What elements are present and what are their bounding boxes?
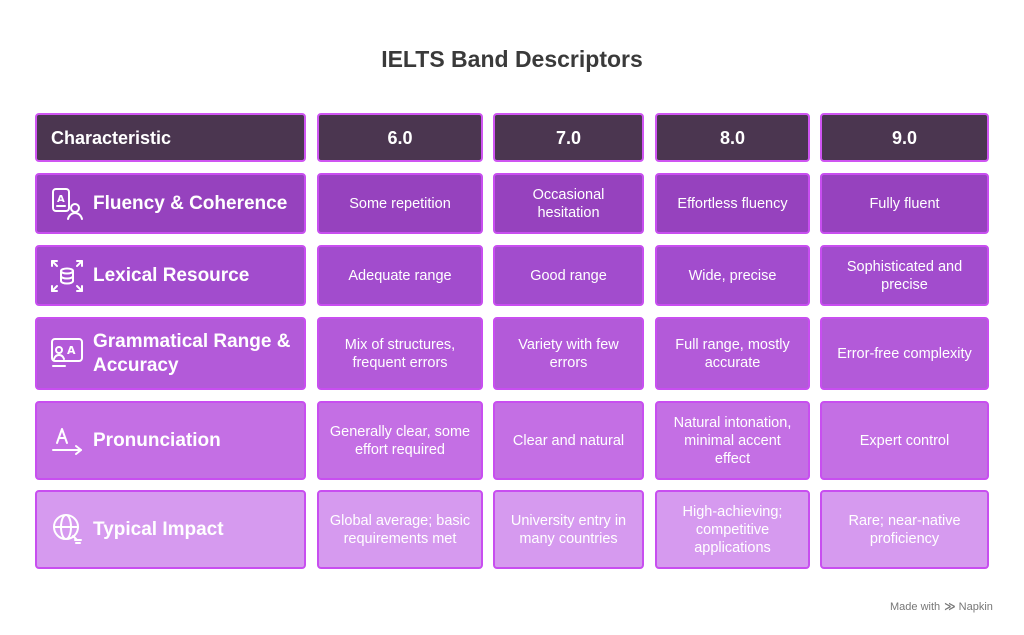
cell-impact-6: Global average; basic requirements met bbox=[317, 490, 483, 569]
cell-impact-7: University entry in many countries bbox=[493, 490, 644, 569]
header-band-7: 7.0 bbox=[493, 113, 644, 162]
row-label-lexical: Lexical Resource bbox=[35, 245, 306, 306]
made-with-text: Made with bbox=[890, 600, 941, 613]
made-with-footer: Made with ≫ Napkin bbox=[890, 600, 993, 614]
text-arrow-icon bbox=[47, 421, 87, 461]
row-label-fluency: A Fluency & Coherence bbox=[35, 173, 306, 234]
cell-grammar-9: Error-free complexity bbox=[820, 317, 989, 390]
header-band-9: 9.0 bbox=[820, 113, 989, 162]
cell-impact-9: Rare; near-native proficiency bbox=[820, 490, 989, 569]
cell-pronunciation-9: Expert control bbox=[820, 401, 989, 480]
cell-grammar-6: Mix of structures, frequent errors bbox=[317, 317, 483, 390]
svg-text:A: A bbox=[57, 194, 65, 205]
cell-lexical-6: Adequate range bbox=[317, 245, 483, 306]
row-label-pronunciation: Pronunciation bbox=[35, 401, 306, 480]
row-label-text: Pronunciation bbox=[93, 429, 221, 451]
row-label-impact: Typical Impact bbox=[35, 490, 306, 569]
cell-grammar-7: Variety with few errors bbox=[493, 317, 644, 390]
header-band-6: 6.0 bbox=[317, 113, 483, 162]
cell-lexical-8: Wide, precise bbox=[655, 245, 810, 306]
speaking-person-icon: A bbox=[47, 184, 87, 224]
global-target-icon bbox=[47, 510, 87, 550]
cell-grammar-8: Full range, mostly accurate bbox=[655, 317, 810, 390]
row-label-text: Lexical Resource bbox=[93, 264, 250, 286]
cell-impact-8: High-achieving; competitive applications bbox=[655, 490, 810, 569]
row-label-grammar: A Grammatical Range & Accuracy bbox=[35, 317, 306, 390]
database-expand-icon bbox=[47, 256, 87, 296]
cell-lexical-7: Good range bbox=[493, 245, 644, 306]
svg-text:A: A bbox=[67, 344, 76, 357]
cell-pronunciation-7: Clear and natural bbox=[493, 401, 644, 480]
cell-pronunciation-8: Natural intonation, minimal accent effec… bbox=[655, 401, 810, 480]
page-title: IELTS Band Descriptors bbox=[381, 46, 643, 72]
language-screen-icon: A bbox=[47, 334, 87, 374]
cell-fluency-7: Occasional hesitation bbox=[493, 173, 644, 234]
napkin-logo-icon: ≫ bbox=[944, 601, 956, 613]
cell-fluency-8: Effortless fluency bbox=[655, 173, 810, 234]
cell-pronunciation-6: Generally clear, some effort required bbox=[317, 401, 483, 480]
header-band-8: 8.0 bbox=[655, 113, 810, 162]
cell-fluency-6: Some repetition bbox=[317, 173, 483, 234]
napkin-brand: Napkin bbox=[958, 600, 993, 613]
cell-fluency-9: Fully fluent bbox=[820, 173, 989, 234]
header-characteristic: Characteristic bbox=[35, 113, 306, 162]
row-label-text: Typical Impact bbox=[93, 518, 224, 540]
row-label-text: Fluency & Coherence bbox=[93, 192, 288, 214]
cell-lexical-9: Sophisticated and precise bbox=[820, 245, 989, 306]
row-label-text: Grammatical Range & Accuracy bbox=[93, 330, 291, 376]
